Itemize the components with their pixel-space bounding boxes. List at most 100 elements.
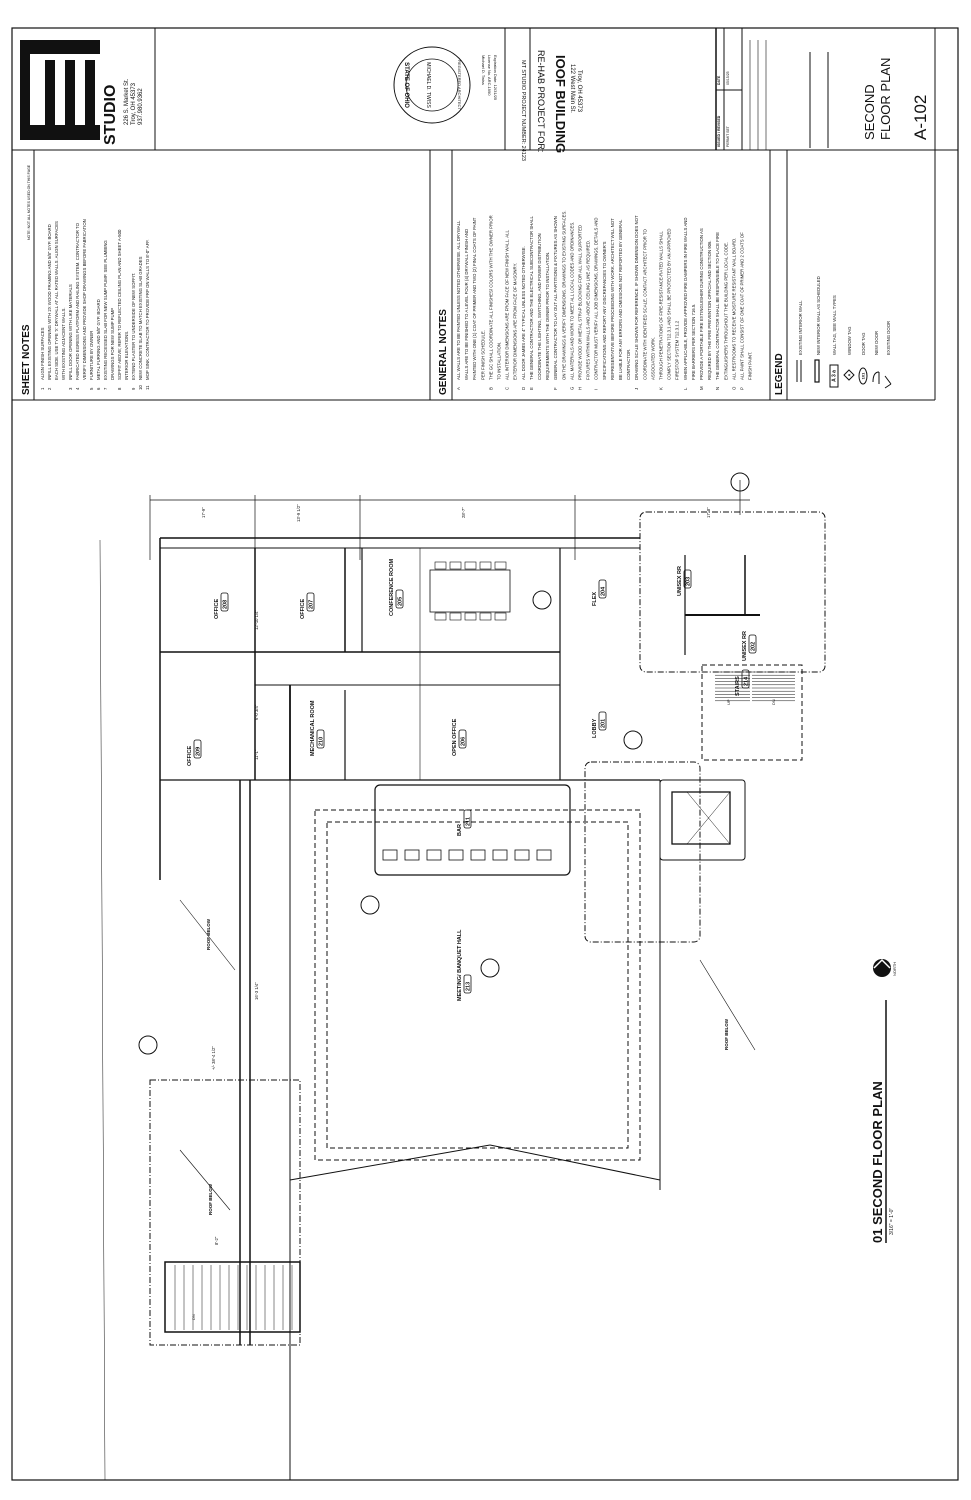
logo-bar — [20, 125, 100, 140]
plan-title-block: 01 SECOND FLOOR PLAN 3/16" = 1'-0" NORTH — [870, 958, 897, 1243]
room-number: 208 — [223, 600, 229, 609]
general-note-letter: B — [488, 387, 493, 390]
sheet-note-number: 6 — [96, 387, 101, 390]
room-number: 211 — [466, 817, 472, 826]
general-note-text: WALLS ARE TO BE FINISHED TO A LEVEL FOUR… — [464, 229, 469, 380]
general-note-text: REPRESENTATIVE BEFORE PROCEEDING WITH WO… — [610, 218, 615, 380]
room-number-box — [683, 569, 692, 589]
room-number: 213 — [466, 982, 472, 991]
chair — [479, 561, 492, 570]
chair — [449, 561, 462, 570]
project-heading: RE-HAB PROJECT FOR: — [536, 50, 546, 152]
architect-expiration: Expiration Date: 12/31/25 — [493, 55, 498, 101]
general-note-text: BE LIABLE FOR ANY ERRORS AND OMISSIONS N… — [618, 219, 623, 380]
room-number-box — [193, 739, 202, 759]
seal-type: REGISTERED ARCHITECT — [457, 60, 462, 110]
legend-item: EXISTING DOOR — [884, 321, 892, 389]
dimension-label: 13'-9 1/2" — [296, 504, 301, 522]
north-arrow-icon — [873, 959, 891, 977]
room-number-box — [316, 729, 325, 749]
room-name: CONFERENCE ROOM — [389, 558, 395, 616]
legend-item: EXISTING INTERIOR WALL — [796, 300, 803, 382]
sheet-border — [11, 27, 959, 1481]
sheet-title-block: SECOND FLOOR PLAN A-102 — [862, 58, 930, 140]
general-note-text: ASSOCIATED WORK. — [650, 337, 655, 380]
revision-col-date: DATE — [717, 75, 721, 85]
dimension-label: 6'-0 3/4" — [254, 704, 259, 720]
room-name: OFFICE — [214, 599, 220, 619]
sheet-title-line-2: FLOOR PLAN — [878, 58, 893, 140]
roof-ridge — [489, 1144, 661, 1181]
dimension-label: 17'-8" — [706, 507, 711, 518]
bar-stool — [470, 849, 486, 861]
sheet-title-line-1: SECOND — [862, 84, 877, 140]
general-note-text: REQUIREMENTS WITH THE OWNER PRIOR TO INS… — [545, 252, 550, 380]
existing-door-icon — [884, 375, 892, 389]
general-note-text: PAINTED WITH ONE (1) COAT OF PRIMER AND … — [472, 217, 477, 380]
general-note-text: EXTINGUISHERS THROUGHOUT THE BUILDING PE… — [723, 242, 728, 380]
new-door-icon — [872, 371, 880, 384]
sheet-notes-panel: SHEET NOTES NOTE: NOT ALL NOTES USED ON … — [21, 150, 150, 400]
logo-bar — [65, 60, 75, 140]
logo-studio: STUDIO — [102, 85, 119, 145]
general-note-text: COORDINATE THE LIGHTING, SWITCHING, AND … — [537, 233, 542, 380]
sheet-note-number: 10 — [138, 385, 143, 390]
room-number-box — [458, 729, 467, 749]
firm-logo: STUDIO 226 S. Market St. Troy, OH 45373 … — [20, 40, 144, 145]
general-note-text: DRAWING SCALE SHOWN FOR REFERENCE. IF SH… — [634, 215, 639, 380]
general-note-letter: L — [683, 387, 688, 390]
room-name: BAR — [457, 824, 463, 836]
sheet-notes-title: SHEET NOTES — [21, 324, 32, 395]
north-label: NORTH — [892, 962, 897, 976]
dimension-label: 8'-2" — [214, 1236, 219, 1245]
revision-col-issued: ISSUED / REVISED — [717, 115, 721, 147]
general-note-text: WHEN APPLICABLE, PROVIDE APPROVED FIRE D… — [683, 218, 688, 380]
room-name: UNISEX RR — [677, 566, 683, 596]
general-note-text: PROVIDE WOOD OR METAL STRAP BLOCKING FOR… — [578, 225, 583, 380]
general-note-text: ALL RESTROOMS TO RECEIVE MOISTURE RESIST… — [731, 238, 736, 380]
dimension-label: +/- 38'-4 1/2" — [211, 1046, 216, 1070]
room-number: 209 — [196, 747, 202, 756]
restroom-annex — [639, 511, 826, 673]
room-name: OPEN OFFICE — [452, 718, 458, 756]
seal-state: STATE OF OHIO — [403, 62, 409, 108]
room-number: 205 — [398, 597, 404, 606]
sheet-note-text: METAL FURRING AND 5/8" GYP. BOARD — [96, 299, 101, 380]
conference-table — [429, 569, 511, 613]
roof-slope-arrow — [699, 959, 756, 1051]
new-wall-symbol — [814, 359, 820, 383]
room-name: FLEX — [592, 592, 598, 606]
stair-enclosure — [701, 664, 803, 761]
room-name: UNISEX RR — [742, 631, 748, 661]
legend-title: LEGEND — [774, 353, 785, 395]
logo-bar — [85, 60, 95, 140]
architect-name: Michael D. Twiss — [481, 55, 486, 85]
general-note-text: EXTERIOR DIMENSIONS ARE FROM FACE OF MAS… — [513, 263, 518, 380]
general-note-text: TO INSTALLATION. — [497, 342, 502, 380]
general-note-text: ALL WALLS ARE TO BE PAINTED UNLESS NOTED… — [456, 220, 461, 380]
room-number-box — [463, 974, 472, 994]
room-number: 210 — [319, 737, 325, 746]
general-note-text: CONTRACTOR. — [626, 349, 631, 380]
sheet-note-number: 3 — [68, 387, 73, 390]
general-note-letter: I — [594, 389, 599, 390]
general-note-text: REQUIRED BY THE FIRE PREVENTION OFFICIAL… — [707, 240, 712, 380]
general-note-letter: G — [569, 386, 574, 390]
section-marker-icon — [532, 590, 552, 610]
chair — [449, 612, 462, 621]
general-note-letter: F — [553, 387, 558, 390]
sheet-note-text: INFILL EXISTING OPENING WITH 2X WOOD FRA… — [47, 224, 52, 380]
dimension-label: 17'-9" — [201, 507, 206, 518]
general-note-letter: H — [578, 387, 583, 390]
project-address-1: 122 West Main St. — [569, 64, 575, 113]
wall-tag-icon — [829, 364, 839, 388]
